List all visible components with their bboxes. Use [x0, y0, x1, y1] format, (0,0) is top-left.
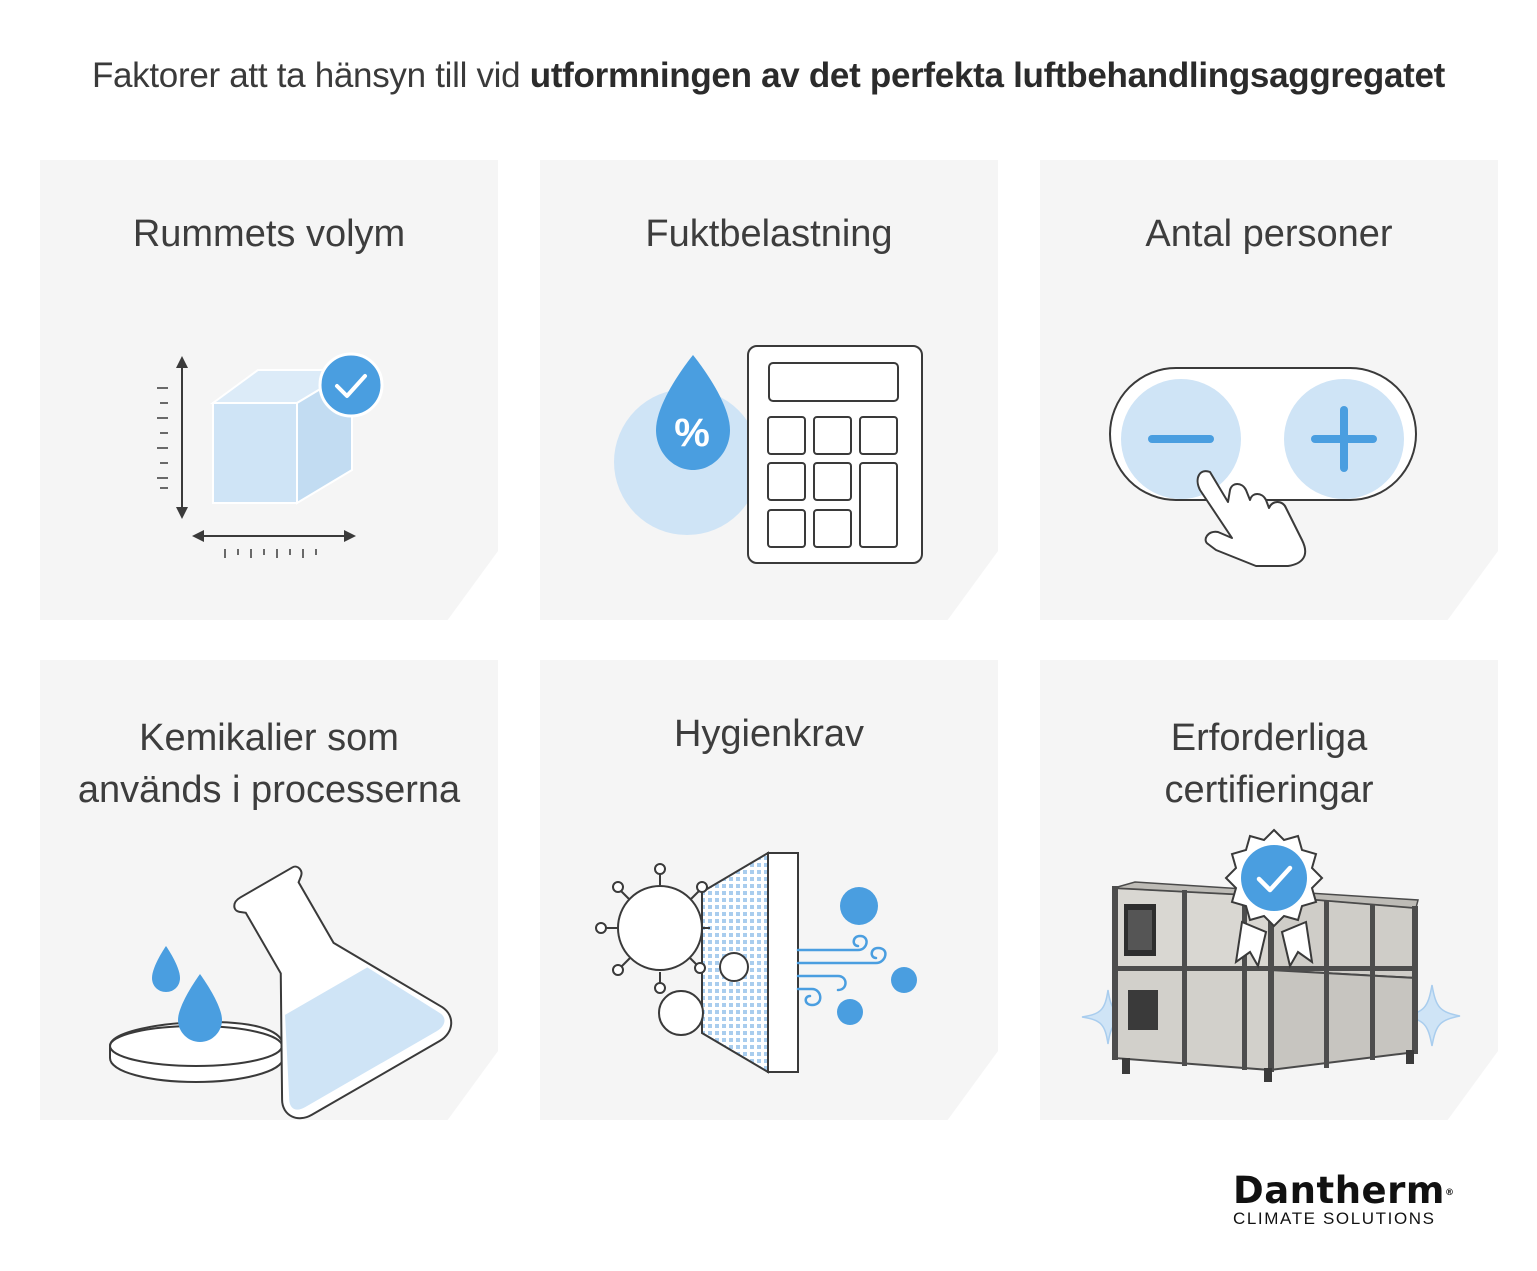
logo-wordmark: Dantherm® — [1233, 1169, 1455, 1212]
humidity-calculator-icon: % — [614, 345, 923, 564]
card-humidity-load: Fuktbelastning % — [540, 160, 998, 620]
title-bold: utformningen av det perfekta luftbehandl… — [529, 56, 1446, 95]
air-filter-virus-icon — [595, 851, 917, 1074]
card-hygiene: Hygienkrav — [540, 660, 998, 1120]
dantherm-logo: Dantherm® CLIMATE SOLUTIONS — [1233, 1172, 1493, 1228]
card-number-of-people: Antal personer — [1040, 160, 1498, 620]
card-room-volume: Rummets volym — [40, 160, 498, 620]
card-title-room-volume: Rummets volym — [132, 213, 406, 255]
svg-text:%: % — [674, 411, 710, 455]
card-title-number-of-people: Antal personer — [1145, 213, 1393, 255]
card-title-hygiene: Hygienkrav — [673, 713, 865, 755]
title-regular: Faktorer att ta hänsyn till vid — [91, 56, 530, 95]
logo-tagline: CLIMATE SOLUTIONS — [1233, 1209, 1436, 1228]
registered-mark: ® — [1444, 1188, 1455, 1198]
plus-minus-hand-icon — [1109, 367, 1417, 567]
page-title: Faktorer att ta hänsyn till vid utformni… — [0, 56, 1537, 96]
cube-measure-icon — [157, 352, 384, 558]
chemical-flask-icon — [109, 865, 453, 1120]
card-title-humidity-load: Fuktbelastning — [645, 213, 893, 255]
certified-air-unit-icon — [1081, 828, 1461, 1082]
